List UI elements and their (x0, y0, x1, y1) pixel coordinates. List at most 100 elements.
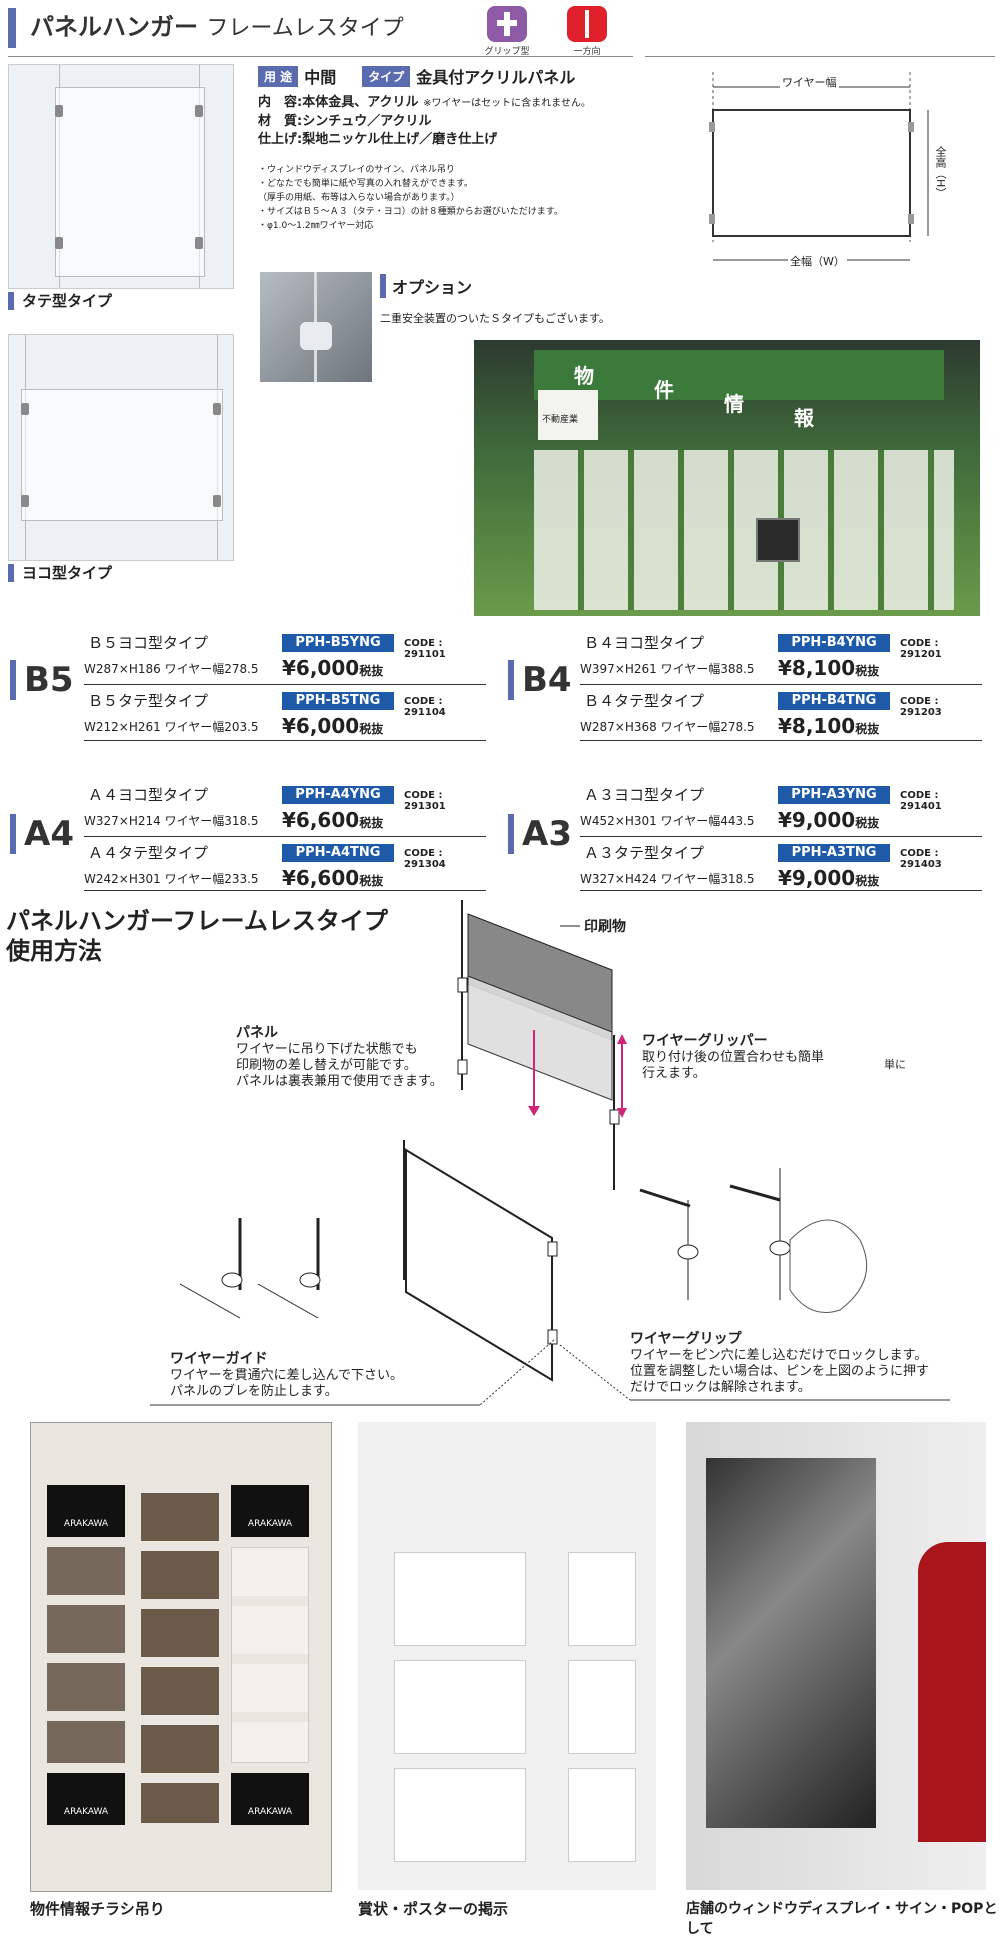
grip-text-line: 位置を調整したい場合は、ピンを上図のように押す (630, 1364, 930, 1379)
gallery-photo-property: ARAKAWA ARAKAWA ARAKAWA ARAKAWA (30, 1422, 332, 1892)
guide-text-line: ワイヤーを貫通穴に差し込んで下さい。 (170, 1368, 403, 1383)
product-name: Ｂ５タテ型タイプ (88, 692, 209, 710)
type-tag: タイプ (362, 65, 411, 87)
full-height-label: 全高（H） (934, 146, 947, 199)
usage-heading-line1: パネルハンガーフレームレスタイプ (6, 907, 388, 935)
product-dim: W287×H186 ワイヤー幅278.5 (84, 662, 259, 676)
option-title: オプション (380, 274, 472, 298)
code-label: CODE : (404, 638, 443, 649)
product-dim: W327×H214 ワイヤー幅318.5 (84, 814, 259, 828)
product-price: ¥6,000 (282, 656, 360, 680)
product-code: PPH-B5TNG (282, 692, 394, 710)
product-dim: W452×H301 ワイヤー幅443.5 (580, 814, 755, 828)
tax-label: 税抜 (855, 722, 880, 736)
spec-bullet: ・サイズはＢ５～Ａ３（タテ・ヨコ）の計８種類からお選びいただけます。 (258, 207, 563, 217)
brand-logo: ARAKAWA (47, 1485, 125, 1537)
brand-logo: ARAKAWA (47, 1773, 125, 1825)
print-label: 印刷物 (584, 919, 626, 935)
spec-content: 内 容:本体金具、アクリル (258, 95, 419, 110)
dimension-diagram: ワイヤー幅 全高（H） 全幅（W） (700, 72, 950, 272)
panel-text-line: ワイヤーに吊り下げた状態でも (236, 1042, 418, 1057)
brand-logo: ARAKAWA (231, 1485, 309, 1537)
product-price: ¥9,000 (778, 808, 856, 832)
product-name: Ｂ４タテ型タイプ (584, 692, 705, 710)
sign-char: 情 (724, 392, 744, 416)
tate-type-caption: タテ型タイプ (8, 292, 112, 310)
panel-text-line: 印刷物の差し替えが可能です。 (236, 1058, 417, 1073)
grip-type-label: グリップ型 (484, 47, 530, 57)
code-label: CODE : (404, 696, 443, 707)
row-divider (580, 684, 982, 685)
usage-heading: パネルハンガーフレームレスタイプ 使用方法 (6, 906, 388, 966)
grip-title: ワイヤーグリップ (630, 1331, 742, 1347)
product-dim: W327×H424 ワイヤー幅318.5 (580, 872, 755, 886)
product-price: ¥6,600 (282, 808, 360, 832)
guide-title: ワイヤーガイド (170, 1351, 268, 1367)
gallery-caption-1: 物件情報チラシ吊り (30, 1900, 165, 1918)
product-name: Ａ３ヨコ型タイプ (584, 786, 705, 804)
one-direction-label: 一方向 (573, 47, 601, 57)
product-name: Ｂ５ヨコ型タイプ (88, 634, 209, 652)
use-tag: 用 途 (258, 65, 299, 87)
tax-label: 税抜 (359, 816, 384, 830)
product-code: PPH-A4TNG (282, 844, 394, 862)
option-grip-photo (260, 272, 372, 382)
product-dim: W397×H261 ワイヤー幅388.5 (580, 662, 755, 676)
size-label-a4: A4 (10, 814, 74, 854)
product-code: PPH-B4TNG (778, 692, 890, 710)
tax-label: 税抜 (855, 664, 880, 678)
product-name: Ａ３タテ型タイプ (584, 844, 705, 862)
code-number: 291104 (404, 707, 446, 718)
code-label: CODE : (900, 638, 939, 649)
spec-bullet: ・どなたでも簡単に紙や写真の入れ替えができます。 (258, 179, 473, 189)
code-number: 291401 (900, 801, 942, 812)
sign-char: 報 (794, 406, 814, 430)
yoko-type-caption: ヨコ型タイプ (8, 564, 112, 582)
tax-label: 税抜 (359, 874, 384, 888)
code-label: CODE : (900, 790, 939, 801)
grip-type-icon (487, 6, 527, 42)
spec-bullet: ・φ1.0～1.2㎜ワイヤー対応 (258, 221, 374, 231)
code-label: CODE : (404, 790, 443, 801)
tax-label: 税抜 (359, 722, 384, 736)
row-divider (580, 890, 982, 891)
spec-finish: 仕上げ:梨地ニッケル仕上げ／磨き仕上げ (258, 132, 498, 147)
code-label: CODE : (900, 848, 939, 859)
option-text: 二重安全装置のついたＳタイプもございます。 (380, 312, 610, 325)
product-code: PPH-A3YNG (778, 786, 890, 804)
gallery-caption-3: 店舗のウィンドウディスプレイ・サイン・POPとして (686, 1901, 998, 1937)
product-name: Ｂ４ヨコ型タイプ (584, 634, 705, 652)
code-number: 291201 (900, 649, 942, 660)
row-divider (84, 836, 486, 837)
row-divider (580, 740, 982, 741)
product-price: ¥6,600 (282, 866, 360, 890)
type-value: 金具付アクリルパネル (416, 68, 576, 87)
code-number: 291203 (900, 707, 942, 718)
gallery-caption-2: 賞状・ポスターの掲示 (358, 1900, 509, 1918)
grip-callout: ワイヤーグリップ ワイヤーをピン穴に差し込むだけでロックします。 位置を調整した… (630, 1328, 929, 1396)
gallery-photo-certificates (358, 1422, 656, 1890)
gripper-text-line: 行えます。 (642, 1066, 706, 1081)
gripper-callout: ワイヤーグリッパー 取り付け後の位置合わせも簡単 行えます。 (642, 1030, 824, 1082)
brand-logo: ARAKAWA (231, 1773, 309, 1825)
row-divider (84, 890, 486, 891)
grip-text-line: ワイヤーをピン穴に差し込むだけでロックします。 (630, 1348, 928, 1363)
panel-callout: パネル ワイヤーに吊り下げた状態でも 印刷物の差し替えが可能です。 パネルは裏表… (236, 1022, 443, 1090)
product-code: PPH-A3TNG (778, 844, 890, 862)
sign-char: 件 (654, 378, 674, 402)
product-dim: W242×H301 ワイヤー幅233.5 (84, 872, 259, 886)
product-code: PPH-B5YNG (282, 634, 394, 652)
spec-content-note: ※ワイヤーはセットに含まれません。 (423, 98, 591, 109)
product-price: ¥8,100 (778, 656, 856, 680)
size-label-b4: B4 (508, 660, 572, 700)
product-dim: W212×H261 ワイヤー幅203.5 (84, 720, 259, 734)
guide-callout: ワイヤーガイド ワイヤーを貫通穴に差し込んで下さい。 パネルのブレを防止します。 (170, 1348, 403, 1400)
product-code: PPH-B4YNG (778, 634, 890, 652)
gripper-title: ワイヤーグリッパー (642, 1033, 768, 1049)
yoko-type-photo (8, 334, 234, 561)
code-number: 291304 (404, 859, 446, 870)
size-label-b5: B5 (10, 660, 74, 700)
spec-material: 材 質:シンチュウ／アクリル (258, 114, 432, 129)
row-divider (84, 740, 486, 741)
sign-char: 物 (574, 364, 594, 388)
